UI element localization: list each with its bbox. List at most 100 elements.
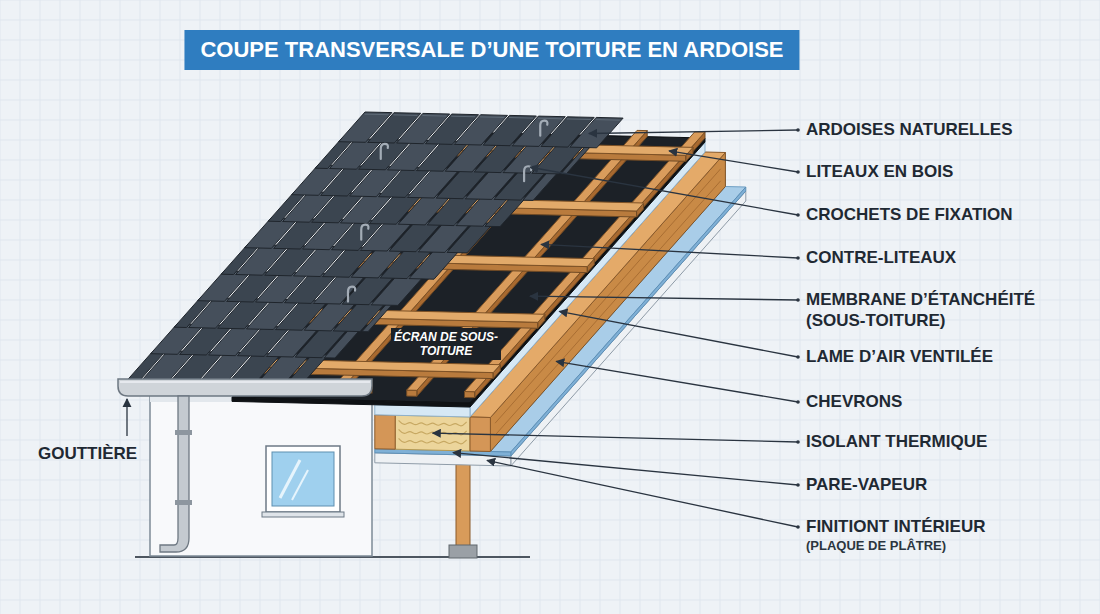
post-footing [449, 545, 477, 558]
callout-label: CROCHETS DE FIXATION [806, 204, 1091, 225]
callout-label: CONTRE-LITEAUX [806, 247, 1091, 268]
pipe-bracket [175, 500, 192, 505]
title-banner: COUPE TRANSVERSALE D’UNE TOITURE EN ARDO… [184, 30, 799, 70]
gutter-label: GOUTTIÈRE [38, 443, 137, 464]
slate-highlight [393, 114, 417, 116]
slate-highlight [364, 114, 388, 116]
leader-dot [796, 355, 800, 359]
leader-line [126, 399, 127, 436]
callout-label: ARDOISES NATURELLES [806, 119, 1091, 140]
leader-line [530, 296, 798, 300]
leader-line [433, 433, 798, 442]
slate-hook [348, 287, 355, 302]
leader-line [669, 151, 798, 172]
grid-line [660, 0, 661, 614]
window-frame [266, 446, 340, 512]
slate [523, 170, 560, 200]
leader-line [556, 361, 798, 402]
slate [371, 275, 424, 305]
window-glass [272, 452, 334, 506]
leader-line [453, 453, 798, 485]
grid-line [20, 0, 21, 614]
underlay-membrane [232, 132, 705, 403]
leader-dot [796, 400, 800, 404]
wood-post [456, 464, 470, 546]
grid-line [0, 20, 1100, 21]
house [135, 392, 530, 558]
grid-line [0, 600, 1100, 601]
slate [324, 328, 361, 358]
slate-highlight [509, 117, 533, 119]
slate [485, 197, 527, 227]
grid-line [1040, 0, 1041, 614]
leader-dot [796, 525, 800, 529]
grid-line [80, 0, 81, 614]
slate [409, 249, 460, 279]
grid-line [700, 0, 701, 614]
grid-line [680, 0, 681, 614]
grid-line [1060, 0, 1061, 614]
leader-dot [796, 128, 800, 132]
leader-line [530, 167, 798, 215]
counter-batten-end [465, 392, 475, 398]
grid-line [140, 0, 141, 614]
grid-line [740, 0, 741, 614]
callout-label: FINITIONT INTÉRIEUR [806, 516, 1091, 537]
leader-dot [796, 440, 800, 444]
leader-dot [796, 298, 800, 302]
leader-lines [127, 128, 800, 529]
gutter-and-pipe [118, 379, 372, 552]
leader-dot [796, 483, 800, 487]
counter-batten-end [407, 390, 417, 396]
slate-highlight [596, 119, 620, 121]
grid-line [780, 0, 781, 614]
callout-note: (PLAQUE DE PLÂTRE) [806, 538, 1091, 554]
glass-reflection [292, 470, 308, 500]
slate-highlight [538, 118, 562, 120]
callout-label: PARE-VAPEUR [806, 474, 1091, 495]
callout-label: MEMBRANE D’ÉTANCHÉITÉ (SOUS-TOITURE) [806, 289, 1091, 331]
leader-dot [796, 213, 800, 217]
gutter [118, 379, 372, 396]
gutter-lip [120, 381, 370, 383]
grid-line [0, 0, 1, 614]
callout-label: LAME D’AIR VENTILÉE [806, 346, 1091, 367]
slate [362, 302, 394, 332]
slate-hook [381, 144, 388, 159]
grid-line [800, 0, 801, 614]
membrane-edge [232, 397, 470, 407]
grid-line [0, 560, 1100, 561]
slate-hook [540, 121, 547, 136]
slate [561, 144, 593, 174]
callout-label: LITEAUX EN BOIS [806, 161, 1091, 182]
slate-hook [524, 166, 531, 181]
inline-label: ÉCRAN DE SOUS-TOITURE [391, 328, 501, 360]
slate-highlight [480, 116, 504, 118]
slate-hook [361, 225, 368, 240]
slate [447, 223, 493, 253]
grid-line [0, 580, 1100, 581]
downpipe [160, 396, 189, 552]
leader-dot [796, 256, 800, 260]
leader-line [559, 311, 798, 357]
callout-label: CHEVRONS [806, 391, 1091, 412]
grid-line [120, 0, 121, 614]
grid-line [760, 0, 761, 614]
leader-line [589, 130, 798, 134]
insulation-fibre [399, 438, 467, 443]
grid-line [1080, 0, 1081, 614]
grid-line [0, 80, 1100, 81]
leader-line [541, 244, 798, 258]
insulation-end [395, 415, 470, 451]
grid-line [0, 100, 1100, 101]
leader-line [487, 460, 798, 527]
grid-line [100, 0, 101, 614]
grid-line [60, 0, 61, 614]
insulation-fibre [399, 420, 467, 425]
roof-layers [127, 112, 746, 466]
slate-highlight [567, 118, 591, 120]
callout-label: ISOLANT THERMIQUE [806, 431, 1091, 452]
